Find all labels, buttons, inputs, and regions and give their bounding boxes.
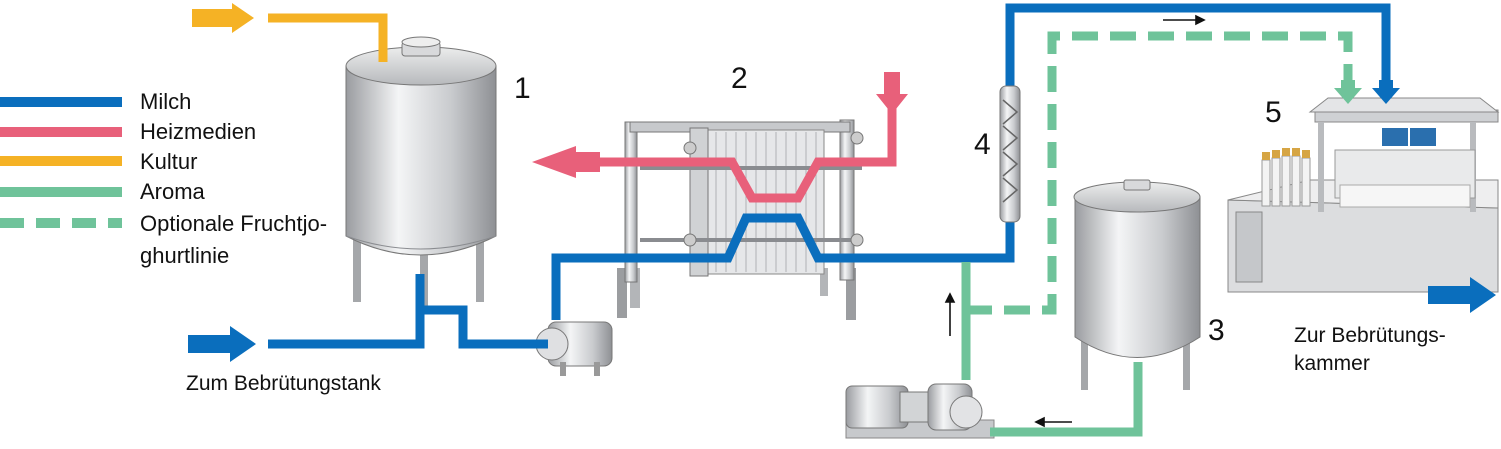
heating-in-arrow [876, 72, 908, 114]
legend [0, 97, 122, 228]
legend-label-fruit-line-1: Optionale Fruchtjo- [140, 211, 328, 236]
legend-label-aroma: Aroma [140, 179, 205, 204]
static-mixer-4 [999, 85, 1021, 223]
pump-small [535, 321, 613, 376]
tank-3 [1073, 179, 1201, 390]
tank-1 [345, 36, 497, 308]
milk-in-arrow [188, 326, 256, 362]
heating-pipe [532, 72, 908, 203]
legend-label-culture: Kultur [140, 149, 198, 174]
flow-direction-arrows [944, 14, 1206, 428]
caption-incubation-chamber-1: Zur Bebrütungs- [1294, 324, 1446, 347]
heating-out-arrow [532, 146, 600, 178]
milk-pipe [188, 3, 1496, 362]
component-number-1: 1 [514, 72, 531, 105]
aroma-pipe [961, 31, 1362, 437]
aroma-down-arrow [1334, 80, 1362, 104]
caption-incubation-tank: Zum Bebrütungstank [186, 372, 381, 395]
legend-label-milk: Milch [140, 89, 192, 114]
culture-pipe [192, 3, 388, 62]
filling-machine-5 [1227, 97, 1500, 293]
component-number-2: 2 [731, 62, 748, 95]
legend-label-fruit-line-2: ghurtlinie [140, 243, 230, 268]
pump-large [845, 383, 995, 439]
component-number-4: 4 [974, 128, 991, 161]
milk-out-arrow [1428, 277, 1496, 313]
culture-arrow [192, 3, 254, 33]
component-number-5: 5 [1265, 96, 1282, 129]
heat-exchanger-2 [617, 119, 864, 320]
component-number-3: 3 [1208, 314, 1225, 347]
caption-incubation-chamber-2: kammer [1294, 352, 1370, 375]
legend-label-heating: Heizmedien [140, 119, 257, 144]
milk-down-arrow [1372, 80, 1400, 104]
